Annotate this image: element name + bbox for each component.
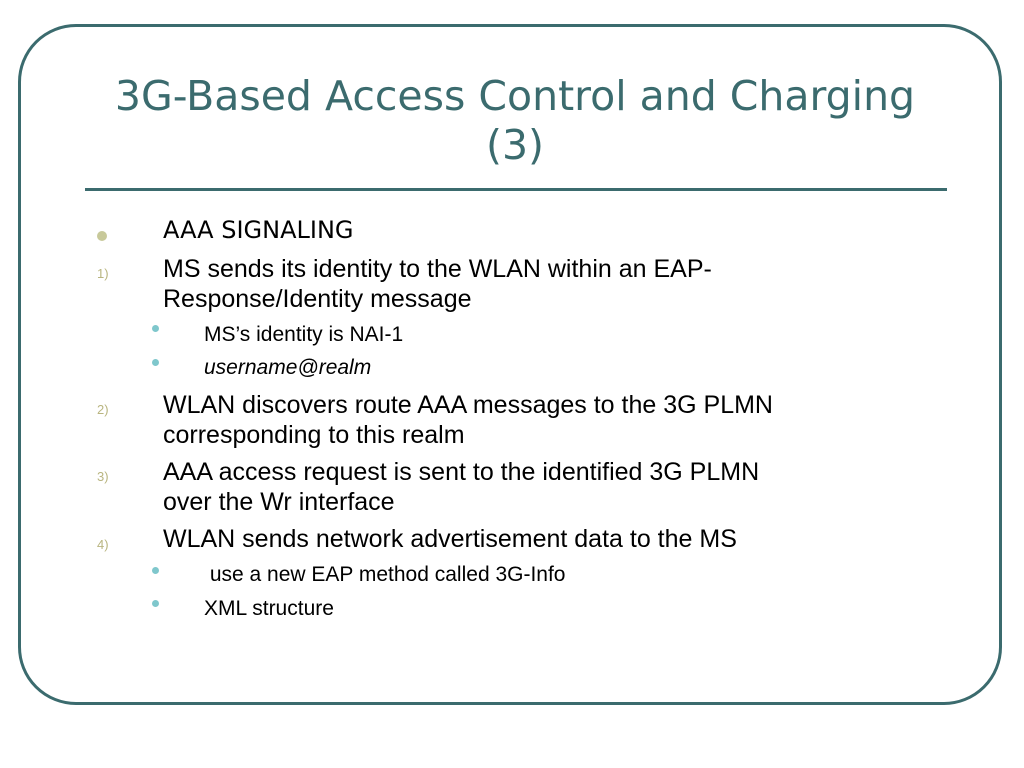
item-3-text: AAA access request is sent to the identi… <box>163 457 943 517</box>
section-heading: AAA SIGNALING <box>163 216 354 244</box>
item-4-sub-1: use a new EAP method called 3G-Info <box>204 563 566 586</box>
item-1-text: MS sends its identity to the WLAN within… <box>163 254 943 314</box>
sub-bullet-icon <box>152 359 159 366</box>
item-number-4: 4) <box>97 537 109 552</box>
item-3-line-1: AAA access request is sent to the identi… <box>163 458 760 486</box>
item-4-line-1: WLAN sends network advertisement data to… <box>163 525 737 553</box>
sub-bullet-icon <box>152 567 159 574</box>
sub-bullet-icon <box>152 600 159 607</box>
item-number-1: 1) <box>97 266 109 281</box>
item-4-text: WLAN sends network advertisement data to… <box>163 524 943 554</box>
bullet-dot-icon <box>97 231 107 241</box>
sub-bullet-icon <box>152 325 159 332</box>
item-number-2: 2) <box>97 402 109 417</box>
item-1-sub-1: MS’s identity is NAI-1 <box>204 323 404 346</box>
title-line-1: 3G-Based Access Control and Charging <box>114 72 916 120</box>
item-1-line-1: MS sends its identity to the WLAN within… <box>163 255 712 283</box>
item-3-line-2: over the Wr interface <box>163 488 395 516</box>
item-2-line-2: corresponding to this realm <box>163 421 465 449</box>
item-2-text: WLAN discovers route AAA messages to the… <box>163 390 943 450</box>
slide-frame <box>18 24 1002 705</box>
title-line-2: (3) <box>485 121 545 169</box>
item-number-3: 3) <box>97 469 109 484</box>
item-1-sub-2: username@realm <box>204 356 372 379</box>
title-divider <box>85 188 947 191</box>
item-1-line-2: Response/Identity message <box>163 285 472 313</box>
item-4-sub-2: XML structure <box>204 597 334 620</box>
item-2-line-1: WLAN discovers route AAA messages to the… <box>163 391 773 419</box>
slide-title: 3G-Based Access Control and Charging (3) <box>60 72 970 170</box>
